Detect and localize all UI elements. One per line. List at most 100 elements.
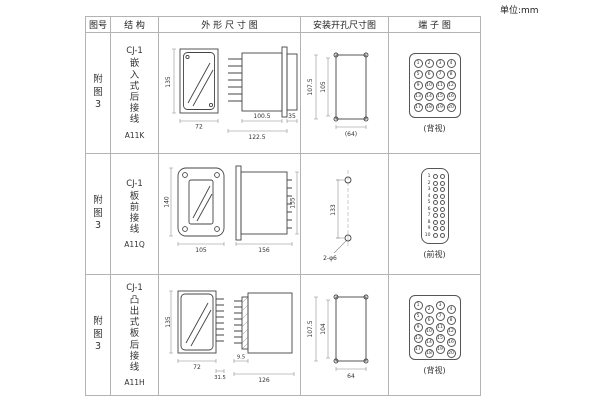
dimension-lines xyxy=(171,48,297,133)
terminal-circle xyxy=(439,213,445,219)
terminal-circle xyxy=(432,200,438,206)
terminal-circle: 5 xyxy=(413,311,423,321)
terminal-circle xyxy=(439,200,445,206)
terminal-circle: 9 xyxy=(413,322,423,332)
terminal-circle xyxy=(439,219,445,225)
terminal-circle: 17 xyxy=(413,344,423,354)
dim-label: 135 xyxy=(289,197,296,209)
terminal-circle xyxy=(439,206,445,212)
terminal-circle xyxy=(432,193,438,199)
structure-cell: CJ-1 板前接线 A11Q xyxy=(110,153,159,275)
terminal-number: 5 xyxy=(427,200,431,206)
dim-label: 64 xyxy=(347,373,355,380)
dim-label: 35 xyxy=(288,113,296,120)
terminal-circle xyxy=(439,174,445,180)
terminal-circle xyxy=(432,187,438,193)
terminal-circle: 16 xyxy=(446,91,456,101)
terminal-circle xyxy=(439,187,445,193)
dim-label: 9.5 xyxy=(236,355,244,361)
terminal-circle: 8 xyxy=(446,315,456,325)
outline-drawing-a11q: 140 105 135 156 xyxy=(163,165,299,254)
terminal-circle: 15 xyxy=(435,91,445,101)
terminal-circle: 3 xyxy=(435,300,445,310)
terminal-circle: 11 xyxy=(435,80,445,90)
terminal-number: 10 xyxy=(424,232,431,238)
dim-label: 107.5 xyxy=(307,78,314,95)
terminal-circle: 6 xyxy=(424,315,434,325)
terminal-circle xyxy=(432,180,438,186)
terminal-circle: 10 xyxy=(424,80,434,90)
terminal-circle xyxy=(439,232,445,238)
terminal-number: 7 xyxy=(427,213,431,219)
terminal-circle: 9 xyxy=(413,80,423,90)
terminal-number: 2 xyxy=(427,180,431,186)
terminal-circle: 7 xyxy=(435,311,445,321)
dim-label: 126 xyxy=(258,377,270,384)
terminal-number: 9 xyxy=(427,226,431,232)
terminal-row: 3 xyxy=(425,187,445,193)
terminal-circle xyxy=(432,213,438,219)
terminal-row: 7 xyxy=(425,213,445,219)
terminal-circle: 12 xyxy=(446,326,456,336)
column-header-figure: 图号 xyxy=(85,16,111,33)
terminal-circle: 8 xyxy=(446,69,456,79)
terminal-number: 3 xyxy=(427,187,431,193)
dim-label: 105 xyxy=(195,247,207,254)
terminal-circle: 13 xyxy=(413,91,423,101)
terminal-circle: 13 xyxy=(413,333,423,343)
dim-label: (64) xyxy=(344,131,356,138)
hole-note-label: 2-φ6 xyxy=(323,255,337,262)
terminal-circle: 10 xyxy=(424,326,434,336)
structure-label: 板前接线 xyxy=(129,190,140,236)
cutout-drawing xyxy=(333,52,368,122)
mounting-drawing-a11k: 107.5 105 (64) xyxy=(307,52,368,138)
model-label: CJ-1 xyxy=(126,282,143,293)
dim-label: 105 xyxy=(320,81,327,93)
dim-label: 122.5 xyxy=(248,134,265,141)
terminal-row: 4 xyxy=(425,193,445,199)
type-code-label: A11K xyxy=(124,130,145,140)
mounting-cell: 133 2-φ6 xyxy=(300,153,389,275)
terminal-circle: 3 xyxy=(435,58,445,68)
terminal-row: 5 xyxy=(425,200,445,206)
cutout-drawing xyxy=(333,294,368,364)
terminal-row: 10 xyxy=(424,232,445,238)
dim-label: 107.5 xyxy=(307,320,314,337)
terminal-row: 6 xyxy=(425,206,445,212)
terminal-circle xyxy=(432,226,438,232)
terminal-circle xyxy=(432,232,438,238)
dim-label: 100.5 xyxy=(253,113,270,120)
structure-label: 嵌入式后接线 xyxy=(129,58,140,126)
side-view-drawing xyxy=(227,46,297,118)
outline-cell: 135 72 100.5 35 122.5 xyxy=(158,32,301,154)
column-header-structure: 结 构 xyxy=(110,16,159,33)
front-view-drawing xyxy=(177,167,224,237)
column-header-outline: 外 形 尺 寸 图 xyxy=(158,16,301,33)
terminal-circle: 4 xyxy=(446,304,456,314)
structure-label: 凸出式板后接线 xyxy=(129,294,140,373)
terminal-row: 2 xyxy=(425,180,445,186)
view-label: (前视) xyxy=(423,249,446,259)
terminal-circle: 19 xyxy=(435,102,445,112)
terminal-circle: 12 xyxy=(446,80,456,90)
dimension-lines xyxy=(313,54,366,129)
terminal-circle: 6 xyxy=(424,69,434,79)
terminal-circle: 14 xyxy=(424,91,434,101)
dim-label: 104 xyxy=(320,323,327,335)
front-view-drawing xyxy=(177,290,224,354)
